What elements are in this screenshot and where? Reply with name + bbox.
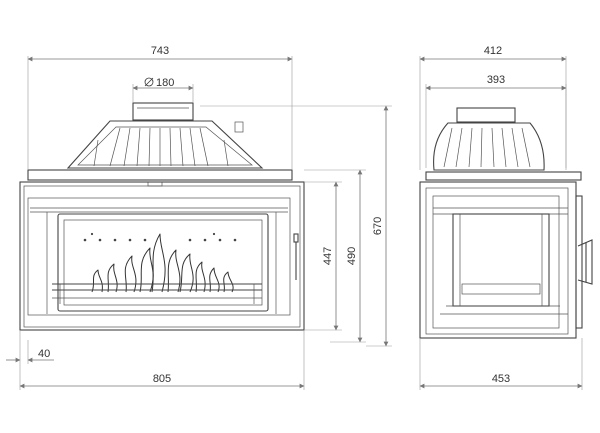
dim-393-label: 393 xyxy=(487,74,505,86)
side-view xyxy=(419,107,593,339)
front-flames xyxy=(91,233,234,293)
side-top-rail xyxy=(425,171,582,181)
dimension-labels: 743 180 805 40 447 490 670 412 393 453 xyxy=(38,45,510,385)
side-flue-collar xyxy=(456,107,516,123)
dim-180-group: 180 xyxy=(144,77,174,89)
dim-670-label: 670 xyxy=(372,217,384,235)
front-top-rail xyxy=(27,169,293,181)
front-hood-ribs xyxy=(93,127,229,167)
dim-490-label: 490 xyxy=(346,247,358,265)
dim-743-label: 743 xyxy=(151,45,169,57)
front-door-handle xyxy=(293,233,299,243)
front-grate xyxy=(52,283,262,304)
front-glass xyxy=(63,219,263,306)
front-body-outline xyxy=(19,181,305,331)
front-air-holes xyxy=(83,232,237,242)
dim-453-label: 453 xyxy=(492,373,510,385)
diameter-symbol-icon xyxy=(144,77,154,87)
side-body-outline xyxy=(419,181,577,339)
side-door-handle xyxy=(577,239,593,285)
dim-447-label: 447 xyxy=(322,247,334,265)
front-hood xyxy=(66,120,264,169)
front-view xyxy=(19,102,305,331)
dimension-lines xyxy=(6,56,583,390)
dim-805-label: 805 xyxy=(153,373,171,385)
front-flue-collar xyxy=(132,102,194,121)
side-hood xyxy=(433,122,545,171)
dim-40-label: 40 xyxy=(38,348,50,360)
side-firebox xyxy=(452,213,550,307)
dim-180-label: 180 xyxy=(156,77,174,89)
dim-412-label: 412 xyxy=(484,45,502,57)
side-hood-ribs xyxy=(443,127,531,168)
front-glass-frame xyxy=(57,213,269,312)
